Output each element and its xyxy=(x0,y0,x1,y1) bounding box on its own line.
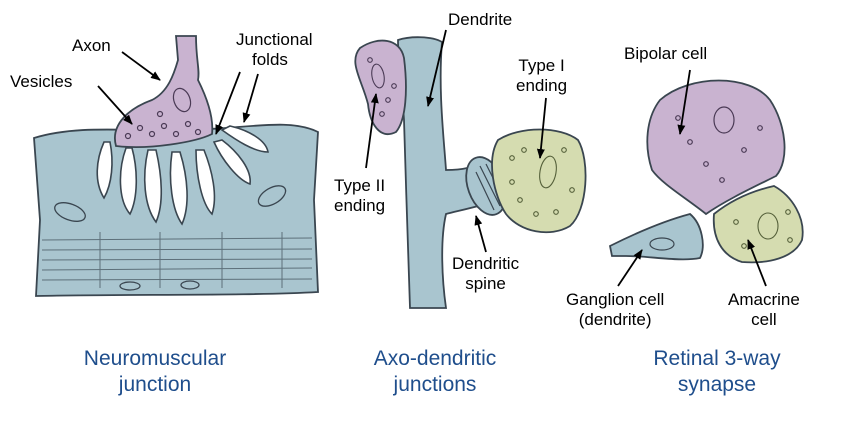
caption-axo-dendritic-line2: junctions xyxy=(393,373,477,396)
caption-retinal-line1: Retinal 3-way xyxy=(653,347,781,370)
amacrine-vesicles xyxy=(733,209,793,249)
caption-retinal-synapse: Retinal 3-way synapse xyxy=(622,346,812,398)
bipolar-mitochondria xyxy=(675,106,763,183)
label-junctional-folds-line2: folds xyxy=(252,50,288,69)
arrow-axon xyxy=(121,51,161,81)
type-i-ending xyxy=(491,128,587,234)
label-arrows xyxy=(97,29,767,287)
junctional-folds xyxy=(96,125,269,226)
arrow-type-ii xyxy=(365,93,379,169)
caption-retinal-line2: synapse xyxy=(677,373,757,396)
caption-axo-dendritic-line1: Axo-dendritic xyxy=(373,347,497,370)
label-axon: Axon xyxy=(72,36,111,55)
axon-vesicles xyxy=(124,87,202,140)
arrow-ganglion xyxy=(617,249,643,287)
muscle-striations xyxy=(41,232,313,288)
label-vesicles: Vesicles xyxy=(10,72,73,91)
arrow-type-i xyxy=(536,97,547,159)
label-amacrine-cell: Amacrine cell xyxy=(728,290,800,330)
label-amacrine-line1: Amacrine xyxy=(728,290,800,309)
dendrite-shaft xyxy=(397,36,502,309)
label-ganglion-cell: Ganglion cell (dendrite) xyxy=(566,290,664,330)
label-junctional-folds-line1: Junctional xyxy=(236,30,313,49)
arrow-spine xyxy=(474,215,487,253)
arrow-amacrine xyxy=(747,239,767,287)
retinal-synapse-drawing xyxy=(608,79,804,264)
caption-neuromuscular-line1: Neuromuscular xyxy=(83,347,227,370)
ganglion-cell-dendrite xyxy=(608,213,704,261)
label-type-i-line1: Type I xyxy=(518,56,565,75)
label-dendritic-spine: Dendritic spine xyxy=(452,254,519,294)
neuromuscular-junction-drawing xyxy=(33,35,319,297)
label-dendritic-spine-line1: Dendritic xyxy=(452,254,520,273)
arrow-dendrite xyxy=(426,29,447,107)
bipolar-cell xyxy=(646,79,786,216)
label-type-ii-line1: Type II xyxy=(334,176,386,195)
caption-neuromuscular-line2: junction xyxy=(118,373,192,396)
label-ganglion-line1: Ganglion cell xyxy=(566,290,665,309)
arrow-vesicles xyxy=(97,85,133,125)
label-junctional-folds: Junctional folds xyxy=(236,30,313,70)
arrow-folds-1 xyxy=(215,71,241,135)
label-amacrine-line2: cell xyxy=(751,310,777,329)
label-type-ii-ending: Type II ending xyxy=(334,176,385,216)
label-type-i-line2: ending xyxy=(516,76,568,95)
label-type-i-ending: Type I ending xyxy=(516,56,567,96)
axo-dendritic-drawing xyxy=(354,36,587,309)
label-bipolar-cell: Bipolar cell xyxy=(624,44,708,63)
type-ii-vesicles xyxy=(367,57,397,117)
arrow-folds-2 xyxy=(242,73,259,123)
axon-terminal xyxy=(114,35,214,148)
muscle-mitochondria xyxy=(54,185,287,291)
caption-axo-dendritic-junctions: Axo-dendritic junctions xyxy=(340,346,530,398)
label-dendrite: Dendrite xyxy=(448,10,513,29)
caption-neuromuscular-junction: Neuromuscular junction xyxy=(60,346,250,398)
ganglion-mitochondria xyxy=(649,237,675,251)
label-type-ii-line2: ending xyxy=(334,196,386,215)
label-dendritic-spine-line2: spine xyxy=(465,274,506,293)
arrow-bipolar xyxy=(677,69,691,135)
label-ganglion-line2: (dendrite) xyxy=(578,310,652,329)
type-i-vesicles xyxy=(509,147,575,217)
